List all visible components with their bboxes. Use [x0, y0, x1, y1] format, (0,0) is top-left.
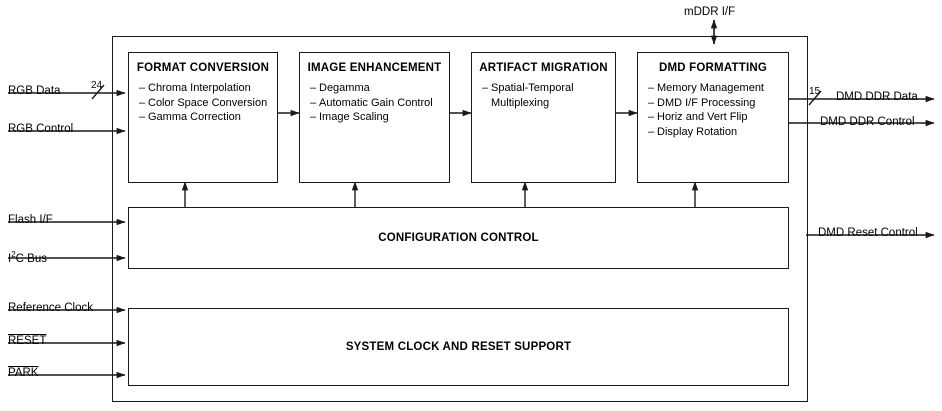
i2c-label-rest: C Bus [15, 252, 47, 265]
block-title: IMAGE ENHANCEMENT [307, 62, 442, 74]
label-reset: RESET [8, 335, 47, 347]
label-i2c-bus: I2C Bus [8, 250, 47, 265]
list-item: –Memory Management [648, 82, 764, 94]
i2c-label-superscript: 2 [11, 250, 16, 259]
band-configuration-control: CONFIGURATION CONTROL [128, 207, 789, 269]
band-system-clock-reset: SYSTEM CLOCK AND RESET SUPPORT [128, 308, 789, 386]
chip-boundary [112, 36, 808, 402]
block-format-conversion: FORMAT CONVERSION –Chroma Interpolation … [128, 52, 278, 183]
list-item: –Horiz and Vert Flip [648, 111, 748, 123]
list-item: –Spatial-Temporal [482, 82, 574, 94]
list-item: –DMD I/F Processing [648, 96, 756, 109]
list-item: –Display Rotation [648, 125, 738, 138]
block-feature-list: –Chroma Interpolation –Color Space Conve… [139, 81, 277, 125]
label-mddr-if: mDDR I/F [684, 6, 736, 18]
label-dmd-reset-control: DMD Reset Control [818, 227, 918, 239]
label-rgb-data: RGB Data [8, 85, 61, 97]
label-rgb-control: RGB Control [8, 123, 74, 135]
block-title: ARTIFACT MIGRATION [479, 62, 608, 74]
list-item: –Chroma Interpolation [139, 82, 251, 94]
list-item: –Degamma [310, 82, 370, 94]
block-title: DMD FORMATTING [659, 62, 767, 74]
label-dmd-ddr-control: DMD DDR Control [820, 116, 915, 128]
block-feature-list: –Spatial-Temporal Multiplexing [482, 81, 615, 110]
band-title: SYSTEM CLOCK AND RESET SUPPORT [345, 341, 572, 353]
block-dmd-formatting: DMD FORMATTING –Memory Management –DMD I… [637, 52, 789, 183]
bus-width-rgb-data: 24 [91, 80, 103, 91]
block-feature-list: –Degamma –Automatic Gain Control –Image … [310, 81, 449, 125]
list-item: –Gamma Correction [139, 111, 241, 123]
band-title: CONFIGURATION CONTROL [378, 232, 539, 244]
block-artifact-migration: ARTIFACT MIGRATION –Spatial-Temporal Mul… [471, 52, 616, 183]
i2c-label-i: I [8, 252, 12, 265]
block-image-enhancement: IMAGE ENHANCEMENT –Degamma –Automatic Ga… [299, 52, 450, 183]
list-item: –Color Space Conversion [139, 96, 268, 109]
label-park: PARK [8, 367, 39, 379]
bus-width-dmd-ddr-data: 15 [809, 86, 821, 97]
list-item: –Automatic Gain Control [310, 96, 433, 109]
list-item: Multiplexing [491, 96, 550, 109]
label-dmd-ddr-data: DMD DDR Data [836, 91, 918, 103]
label-flash-if: Flash I/F [8, 214, 53, 226]
block-feature-list: –Memory Management –DMD I/F Processing –… [648, 81, 788, 139]
block-title: FORMAT CONVERSION [136, 62, 270, 74]
label-reference-clock: Reference Clock [8, 302, 94, 314]
list-item: –Image Scaling [310, 111, 389, 123]
